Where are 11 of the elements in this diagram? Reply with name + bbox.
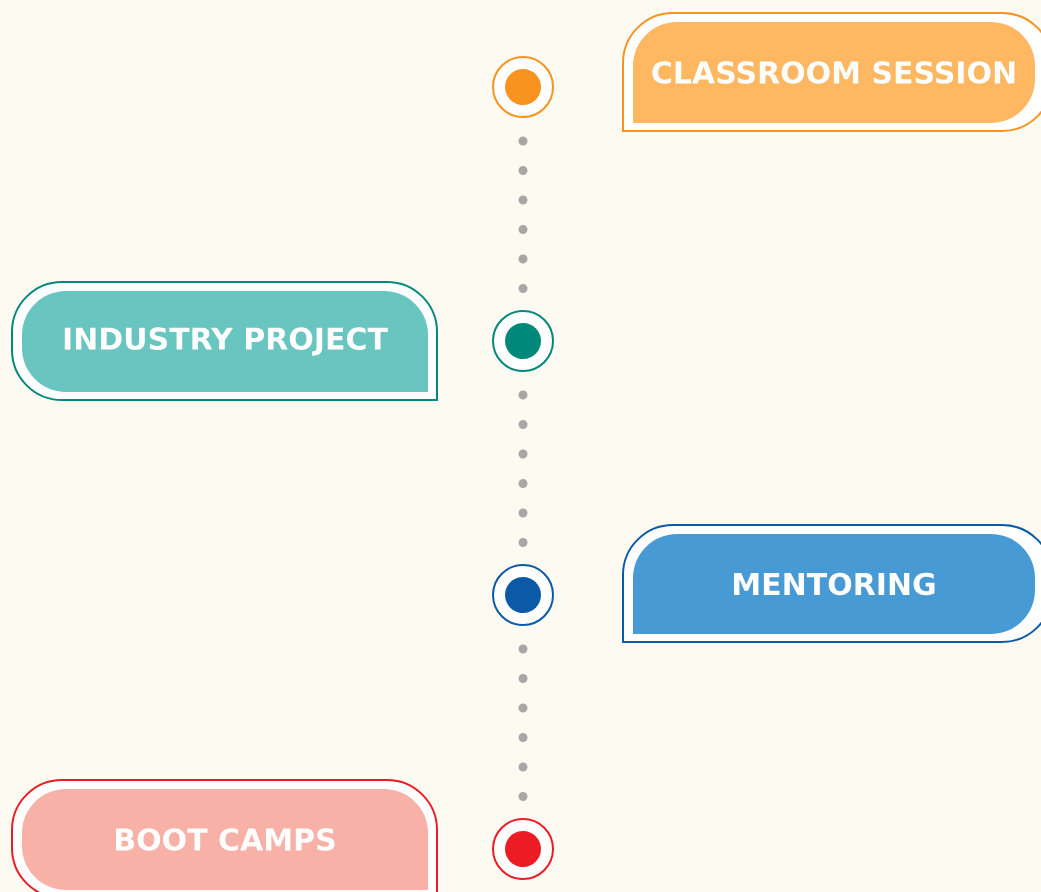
timeline-dot bbox=[492, 56, 554, 118]
dotted-line bbox=[518, 644, 528, 803]
dotted-line bbox=[518, 136, 528, 295]
label-tab: BOOT CAMPS bbox=[11, 779, 438, 892]
dotted-line bbox=[518, 390, 528, 549]
label-tab: CLASSROOM SESSION bbox=[622, 12, 1041, 132]
label-tab: INDUSTRY PROJECT bbox=[11, 281, 438, 401]
timeline-dot bbox=[492, 310, 554, 372]
timeline-dot bbox=[492, 564, 554, 626]
label-tab: MENTORING bbox=[622, 524, 1041, 643]
timeline-dot bbox=[492, 818, 554, 880]
